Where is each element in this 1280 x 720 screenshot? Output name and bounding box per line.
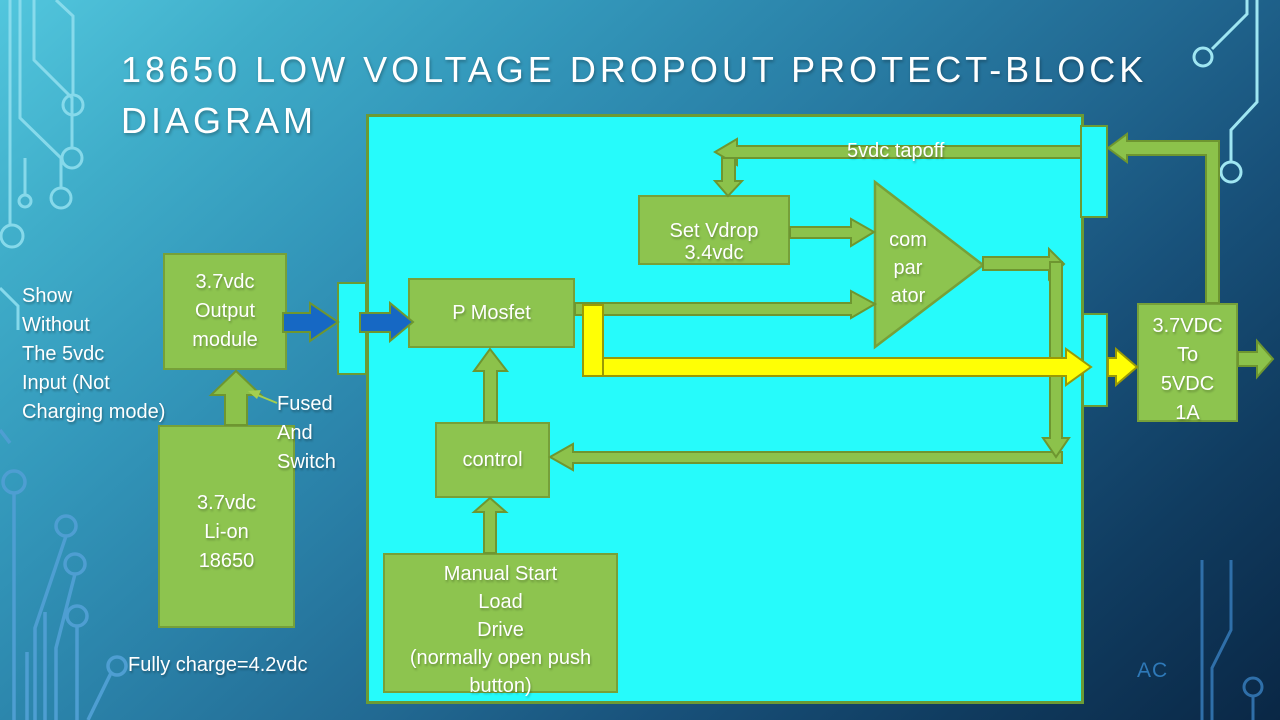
block-line: Li-on	[204, 521, 249, 543]
note-fused-switch: Fused And Switch	[277, 390, 336, 477]
block-line: 3.7VDC	[1152, 315, 1223, 337]
block-line: 18650	[198, 550, 255, 572]
note-line: Show	[22, 285, 73, 307]
arrow-yellow-to-converter	[1107, 346, 1139, 388]
block-line: ator	[890, 285, 926, 307]
note-show-without: Show Without The 5vdc Input (Not Chargin…	[22, 282, 165, 427]
title-line-2: DIAGRAM	[121, 100, 318, 141]
yellow-bus-riser	[582, 304, 604, 377]
block-line: Output	[194, 300, 256, 322]
note-line: Charging mode)	[22, 401, 166, 423]
block-line: 3.7vdc	[195, 271, 255, 293]
arrow-setvdrop-to-comparator	[789, 217, 876, 248]
block-line: 5VDC	[1160, 373, 1215, 395]
arrow-converter-to-tapoff	[1106, 132, 1220, 304]
block-line: Drive	[477, 619, 524, 641]
title-line-1: 18650 LOW VOLTAGE DROPOUT PROTECT-BLOCK	[121, 49, 1148, 90]
block-line: Load	[478, 591, 523, 613]
block-line: 3.7vdc	[197, 492, 256, 514]
block-line: 1A	[1175, 402, 1200, 424]
block-control: control	[435, 422, 550, 498]
note-line: Fused	[277, 393, 333, 415]
comparator-triangle	[873, 179, 986, 350]
page-title: 18650 LOW VOLTAGE DROPOUT PROTECT-BLOCK …	[121, 44, 1147, 146]
arrow-tapoff-horizontal	[713, 137, 1082, 167]
block-line: module	[192, 329, 258, 351]
arrow-blue-into-pmosfet	[359, 300, 415, 344]
block-line: (normally open push	[409, 647, 592, 669]
arrow-tapoff-down	[712, 157, 745, 198]
block-line: Set Vdrop	[669, 220, 759, 242]
block-line: 3.4vdc	[684, 242, 744, 264]
arrow-yellow-main	[602, 347, 1093, 387]
tapoff-label: 5vdc tapoff	[847, 140, 945, 162]
block-line: Manual Start	[443, 563, 558, 585]
arrow-converter-output	[1237, 338, 1275, 380]
arrow-manual-to-control	[471, 496, 509, 554]
note-line: Without	[22, 314, 90, 336]
block-output-module: 3.7vdc Output module	[163, 253, 287, 370]
footer-initials: AC	[1137, 659, 1169, 682]
comparator-label: com par ator	[872, 226, 944, 310]
block-converter: 3.7VDC To 5VDC 1A	[1137, 303, 1238, 424]
fused-callout-arrow	[248, 390, 278, 404]
block-manual-start: Manual Start Load Drive (normally open p…	[383, 553, 618, 697]
block-set-vdrop: Set Vdrop 3.4vdc	[638, 195, 790, 265]
note-line: Switch	[277, 451, 336, 473]
connector-block-top-right	[1080, 125, 1108, 218]
block-line: button)	[469, 675, 532, 697]
block-p-mosfet: P Mosfet	[408, 278, 575, 348]
arrow-blue-module-out	[282, 301, 340, 343]
note-fully-charge: Fully charge=4.2vdc	[128, 654, 308, 676]
block-line: par	[893, 257, 923, 279]
block-line: To	[1176, 344, 1199, 366]
arrow-control-to-pmosfet	[472, 347, 510, 423]
note-line: Input (Not	[22, 372, 110, 394]
block-line: com	[889, 229, 927, 251]
arrow-battery-to-module	[208, 369, 264, 426]
note-line: And	[277, 422, 313, 444]
arrow-feedback-to-control	[547, 442, 1063, 472]
block-battery: 3.7vdc Li-on 18650	[158, 425, 295, 628]
note-line: The 5vdc	[22, 343, 105, 365]
arrow-pmosfet-to-comparator	[574, 289, 878, 320]
block-line: P Mosfet	[452, 302, 531, 324]
block-line: control	[462, 449, 523, 471]
